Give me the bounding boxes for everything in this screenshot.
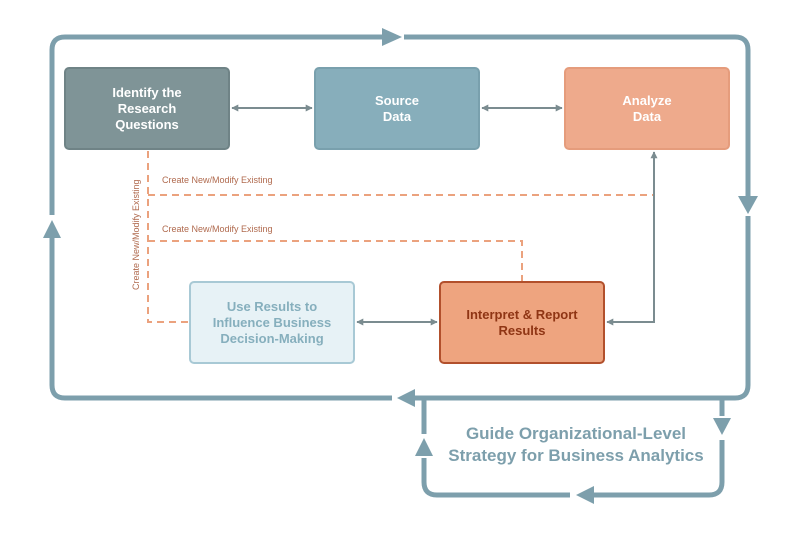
arrow-interpret-analyze xyxy=(606,151,658,326)
strategy-caption: Guide Organizational-Level Strategy for … xyxy=(430,423,722,467)
arrowhead-strategy-left xyxy=(415,438,433,456)
outer-loop xyxy=(49,34,751,401)
strategy-line2: Strategy for Business Analytics xyxy=(448,446,704,465)
arrowhead-top xyxy=(382,28,402,46)
use-results-box: Use Results to Influence Business Decisi… xyxy=(189,281,355,364)
outer-loop-top-right xyxy=(404,34,751,196)
dashed-label-lower: Create New/Modify Existing xyxy=(162,224,273,234)
strategy-line1: Guide Organizational-Level xyxy=(465,424,687,443)
analyze-data-box: Analyze Data xyxy=(564,67,730,150)
interpret-line2: Results xyxy=(498,322,546,338)
identify-research-questions-box: Identify the Research Questions xyxy=(64,67,230,150)
strategy-loop xyxy=(421,398,725,498)
dashed-label-upper: Create New/Modify Existing xyxy=(162,175,273,185)
identify-line2: Research xyxy=(117,100,177,116)
arrowhead-strategy-bottom xyxy=(576,486,594,504)
arrowhead-left xyxy=(43,220,61,238)
outer-loop-right-bottom xyxy=(415,216,751,401)
connectors xyxy=(231,104,658,326)
strategy-loop-right-bottom xyxy=(594,440,725,498)
dashed-label-vertical: Create New/Modify Existing xyxy=(131,179,141,290)
use-results-line2: Influence Business xyxy=(212,314,332,330)
identify-line1: Identify the xyxy=(112,84,182,100)
analyze-line1: Analyze xyxy=(622,92,672,108)
arrowhead-bottom xyxy=(397,389,415,407)
source-line2: Data xyxy=(382,108,412,124)
identify-line3: Questions xyxy=(115,116,179,132)
interpret-report-results-box: Interpret & Report Results xyxy=(439,281,605,364)
use-results-line3: Decision-Making xyxy=(220,330,324,346)
strategy-loop-arrowheads xyxy=(415,418,731,504)
source-line1: Source xyxy=(374,92,420,108)
dashed-feedback xyxy=(147,151,654,323)
arrowhead-strategy-right xyxy=(713,418,731,435)
source-data-box: Source Data xyxy=(314,67,480,150)
use-results-line1: Use Results to xyxy=(226,298,318,314)
analyze-line2: Data xyxy=(632,108,662,124)
outer-loop-arrowheads xyxy=(43,28,758,407)
outer-loop-top-left xyxy=(49,34,382,215)
strategy-loop-left xyxy=(421,458,570,498)
dashed-to-interpret xyxy=(148,240,523,281)
dashed-vertical-to-use-results xyxy=(147,151,189,323)
interpret-line1: Interpret & Report xyxy=(466,306,578,322)
arrowhead-right xyxy=(738,196,758,214)
outer-loop-bottom-left xyxy=(49,238,392,401)
